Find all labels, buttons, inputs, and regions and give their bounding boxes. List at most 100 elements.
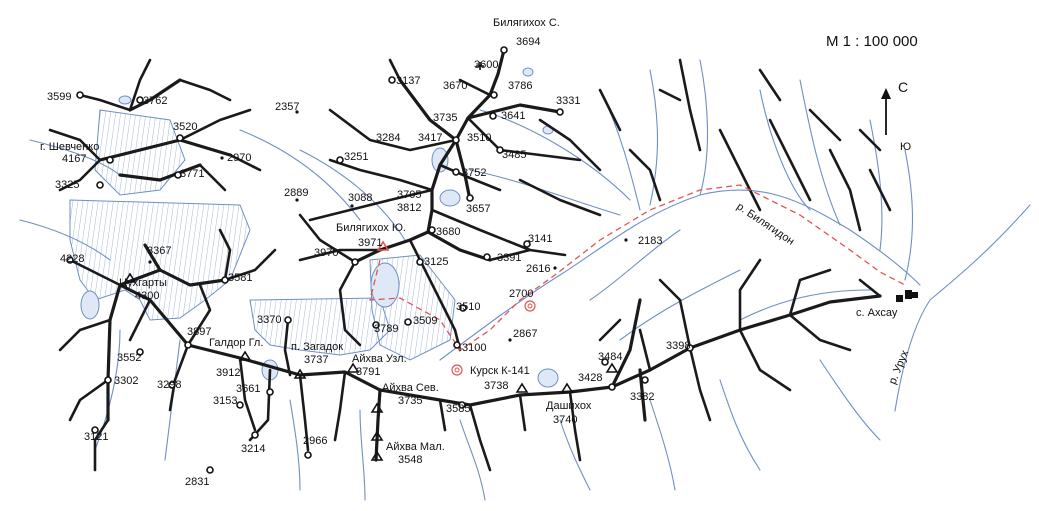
map-scale: М 1 : 100 000 — [826, 33, 918, 50]
label-layer: Билягихох С. 3694 3600 3670 3786 3331 36… — [40, 17, 911, 488]
map-label: 3367 — [147, 245, 171, 257]
glacier-tsukhgarty — [69, 199, 251, 321]
north-arrow: С Ю — [881, 79, 911, 153]
map-label: 3670 — [443, 80, 467, 92]
map-label: 3789 — [374, 323, 398, 335]
glacier-lake-7 — [118, 95, 132, 105]
map-label: 3331 — [556, 95, 580, 107]
map-label: 3735 — [398, 395, 422, 407]
map-label: Билягихох С. — [493, 17, 560, 29]
map-label: 3970 — [314, 247, 338, 259]
map-label: 3214 — [241, 443, 265, 455]
map-label: 3661 — [236, 383, 260, 395]
river-label-bilyagidon: р. Билягидон — [734, 201, 796, 248]
map-label: 2867 — [513, 328, 537, 340]
map-label: п. Загадок — [291, 341, 343, 353]
map-label: 3752 — [462, 167, 486, 179]
map-label: 3657 — [466, 203, 490, 215]
map-label: Курск К-141 — [470, 365, 530, 377]
map-label: 3251 — [344, 151, 368, 163]
map-label: 3398 — [666, 340, 690, 352]
river-layer — [19, 59, 1031, 501]
map-label: 3141 — [528, 233, 552, 245]
map-label: 3812 — [397, 202, 421, 214]
map-label: Дашихох — [546, 400, 592, 412]
glacier-lake-3 — [439, 189, 461, 207]
map-label: 3791 — [356, 366, 380, 378]
river-label-urukh: р. Урух — [887, 348, 912, 386]
map-label: 3298 — [157, 379, 181, 391]
map-label: Галдор Гл. — [209, 337, 263, 349]
map-label: 3325 — [55, 179, 79, 191]
map-label: 3100 — [462, 342, 486, 354]
map-label: 3509 — [413, 315, 437, 327]
map-label: Айхва Узл. — [352, 353, 407, 365]
map-label: 3897 — [187, 326, 211, 338]
map-label: 3153 — [213, 395, 237, 407]
map-label: 4300 — [135, 290, 159, 302]
map-label: 3641 — [501, 110, 525, 122]
map-label: 3125 — [424, 256, 448, 268]
map-label: 3548 — [398, 454, 422, 466]
map-label: 3137 — [396, 75, 420, 87]
map-label: 3520 — [173, 121, 197, 133]
map-label: 3912 — [216, 367, 240, 379]
map-label: 3694 — [516, 36, 540, 48]
map-label: 3370 — [257, 314, 281, 326]
map-label: 3740 — [553, 414, 577, 426]
map-label: г. Шевченко — [40, 141, 99, 153]
map-label: 3391 — [497, 252, 521, 264]
map-label: 2700 — [509, 288, 533, 300]
map-label: 3382 — [630, 391, 654, 403]
map-label: 3417 — [418, 132, 442, 144]
map-label: 2183 — [638, 235, 662, 247]
map-label: 3284 — [376, 132, 400, 144]
map-label: 4228 — [60, 253, 84, 265]
map-label: 3585 — [446, 403, 470, 415]
glacier-layer — [69, 67, 559, 388]
map-label: 3510 — [467, 132, 491, 144]
map-label: 3705 — [397, 189, 421, 201]
map-label: 3121 — [84, 431, 108, 443]
map-label: 3600 — [474, 59, 498, 71]
glacier-lake-1 — [370, 262, 400, 308]
marker-layer — [66, 46, 918, 474]
map-label: 3088 — [348, 192, 372, 204]
map-label: 3510 — [456, 301, 480, 313]
glacier-lake-9 — [80, 290, 100, 320]
spur-layer — [48, 58, 892, 472]
glacier-lake-4 — [537, 368, 559, 388]
map-label: 3737 — [304, 354, 328, 366]
map-label: 3786 — [508, 80, 532, 92]
south-label: Ю — [900, 141, 911, 153]
glacier-shevchenko — [94, 109, 186, 196]
north-label: С — [898, 79, 908, 95]
route-trail — [369, 184, 906, 351]
map-label: 3680 — [436, 226, 460, 238]
river-urukh — [894, 204, 1031, 412]
map-label: 3762 — [143, 95, 167, 107]
map-label: 4167 — [62, 153, 86, 165]
map-label: Билягихох Ю. — [336, 222, 406, 234]
map-label: 2831 — [185, 476, 209, 488]
map-label: 3552 — [117, 352, 141, 364]
map-label: 3599 — [47, 91, 71, 103]
river-bilyagidon — [439, 189, 921, 361]
glacier-lake-5 — [522, 67, 534, 77]
map-label: 3738 — [484, 380, 508, 392]
map-label: Айхва Сев. — [382, 382, 439, 394]
map-label: Айхва Мал. — [386, 441, 445, 453]
village-label: с. Ахсау — [856, 307, 898, 319]
map-label: 2966 — [303, 435, 327, 447]
map-label: 3771 — [180, 168, 204, 180]
map-label: 3484 — [598, 351, 622, 363]
map-label: 2889 — [284, 187, 308, 199]
map-label: 3485 — [502, 149, 526, 161]
map-label: 3428 — [578, 372, 602, 384]
map-label: 3302 — [114, 375, 138, 387]
map-label: 2970 — [227, 152, 251, 164]
map-label: 2616 — [526, 263, 550, 275]
map-label: Цухгарты — [119, 277, 167, 289]
ridge-layer — [98, 48, 882, 462]
